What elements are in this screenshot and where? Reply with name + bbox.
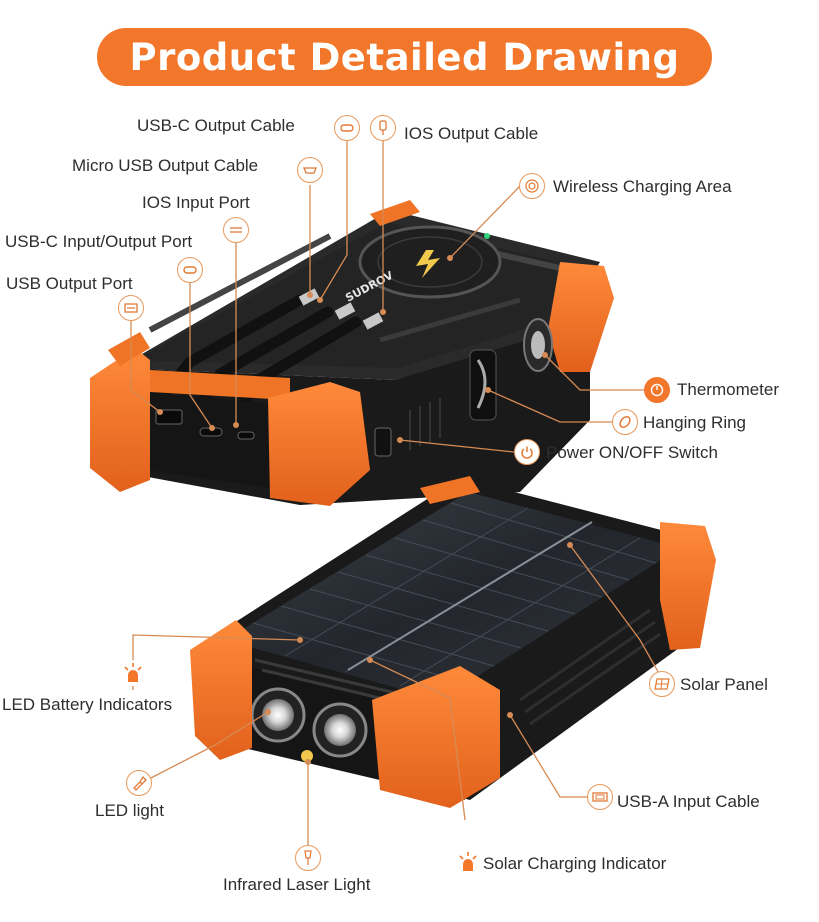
wireless-charging-icon [519,173,545,199]
label-led-light: LED light [95,801,164,820]
usb-c-port-icon [334,115,360,141]
hanging-ring [476,359,487,409]
bumper-front-right-2 [372,666,500,808]
page-title: Product Detailed Drawing [129,35,680,79]
flashlight-icon [126,770,152,796]
label-solar-panel: Solar Panel [680,675,768,694]
carabiner-icon [612,409,638,435]
lightning-bolt-icon [416,250,440,278]
usb-a-port-icon [118,295,144,321]
usb-a-cable-icon [587,784,613,810]
bumper-back-right-2 [660,522,716,650]
bumper-back-right [548,262,614,372]
label-wireless-charging-area: Wireless Charging Area [553,177,732,196]
label-solar-charging-indicator: Solar Charging Indicator [483,854,667,873]
leader-lines [130,140,666,845]
thermometer-icon [644,377,670,403]
label-power-switch: Power ON/OFF Switch [546,443,718,462]
laser-icon [295,845,321,871]
label-usbc-io-port: USB-C Input/Output Port [5,232,193,251]
label-thermometer: Thermometer [677,380,780,399]
bumper-front-left-2 [190,620,252,760]
power-icon [514,439,540,465]
micro-usb-port-icon [297,157,323,183]
label-ios-output-cable: IOS Output Cable [404,124,539,143]
solar-panel-icon [649,671,675,697]
label-usba-input-cable: USB-A Input Cable [617,792,760,811]
power-bank-solar-view [190,476,716,808]
indicator-light-icon-2 [455,849,481,875]
indicator-light-icon [120,660,146,686]
lightning-port-icon [223,217,249,243]
label-led-battery-indicators: LED Battery Indicators [2,695,173,714]
usb-c-port-icon-2 [177,257,203,283]
lightning-plug-icon [370,115,396,141]
solar-panel [225,492,680,700]
laser-emitter [301,750,313,762]
label-ios-input-port: IOS Input Port [142,193,250,212]
label-usb-output-port: USB Output Port [6,274,133,293]
status-led [484,233,490,239]
bumper-front-left [90,348,150,492]
label-infrared-laser-light: Infrared Laser Light [223,875,371,894]
label-usbc-output-cable: USB-C Output Cable [137,116,295,135]
power-bank-top-view: SUDROV [90,200,614,506]
label-hanging-ring: Hanging Ring [643,413,747,432]
title-banner: Product Detailed Drawing [97,28,712,86]
label-micro-usb-output-cable: Micro USB Output Cable [72,156,259,175]
bumper-front-right [268,382,370,506]
power-switch [374,427,392,457]
